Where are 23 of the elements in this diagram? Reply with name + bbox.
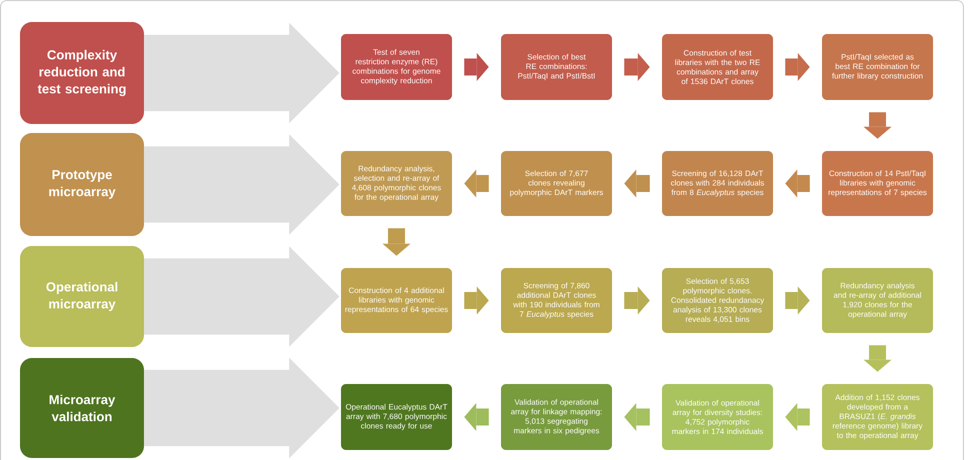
- block-arrow: [144, 22, 340, 124]
- arrow: [464, 170, 489, 198]
- arrow: [864, 345, 892, 372]
- arrow: [624, 170, 650, 198]
- block-arrow: [144, 358, 340, 458]
- stage-box: Operational microarray: [20, 246, 144, 347]
- arrow: [785, 170, 810, 198]
- arrow: [785, 286, 810, 314]
- arrow: [624, 403, 650, 431]
- arrow: [864, 112, 892, 139]
- arrow: [464, 403, 489, 431]
- arrow: [464, 53, 489, 81]
- block-arrow: [144, 246, 340, 347]
- arrow: [624, 286, 650, 314]
- stage-box: Prototype microarray: [20, 133, 144, 236]
- arrow: [382, 228, 410, 256]
- arrow: [785, 403, 810, 431]
- arrow: [785, 53, 810, 81]
- stage-box: Microarray validation: [20, 358, 144, 458]
- arrow: [624, 53, 650, 81]
- stage-box: Complexity reduction and test screening: [20, 22, 144, 124]
- block-arrow: [144, 134, 340, 235]
- arrow: [464, 286, 489, 314]
